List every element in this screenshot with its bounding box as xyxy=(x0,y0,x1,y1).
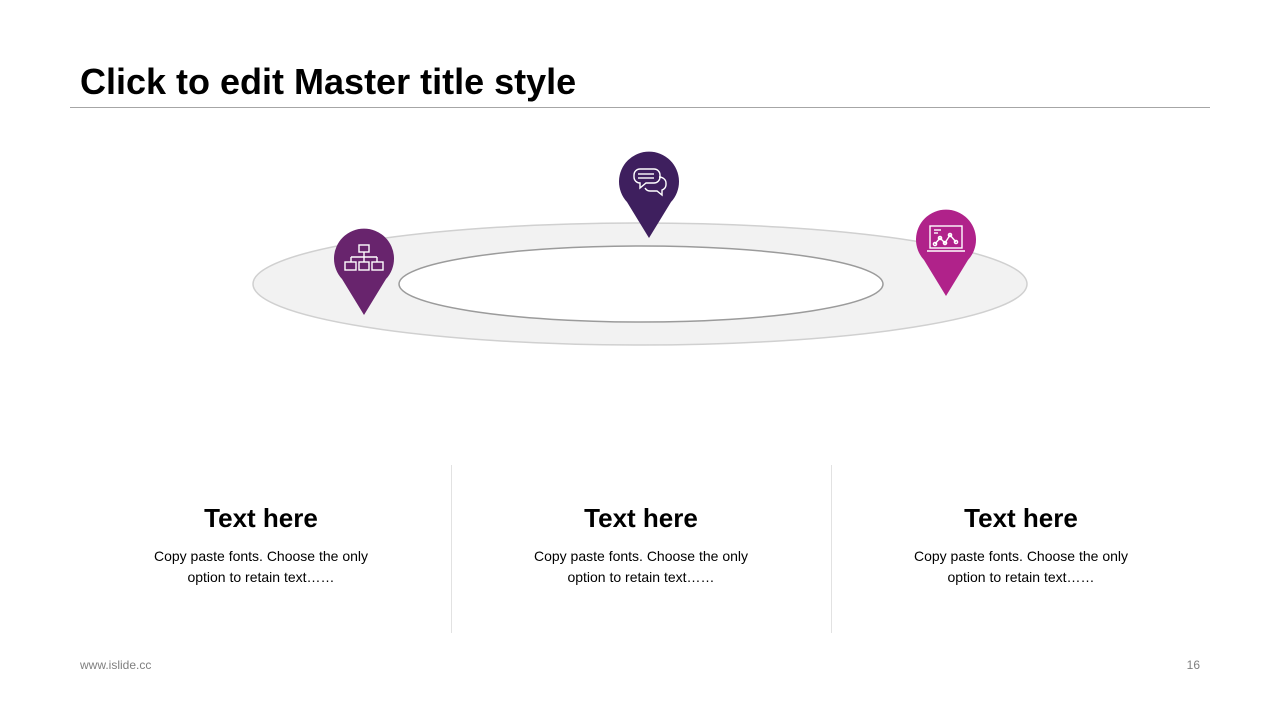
text-column-2: Text here Copy paste fonts. Choose the o… xyxy=(451,500,831,588)
pin-shape xyxy=(916,209,976,296)
column-body: Copy paste fonts. Choose the only option… xyxy=(153,548,369,585)
chat-bubbles-icon xyxy=(633,168,667,197)
text-column-1: Text here Copy paste fonts. Choose the o… xyxy=(71,500,451,588)
slide-title: Click to edit Master title style xyxy=(80,61,577,102)
column-divider xyxy=(451,465,452,633)
column-divider xyxy=(831,465,832,633)
org-chart-icon xyxy=(344,244,384,271)
map-pin-right xyxy=(916,209,976,296)
chart-screen-icon xyxy=(927,225,965,252)
column-heading: Text here xyxy=(584,503,698,533)
column-body: Copy paste fonts. Choose the only option… xyxy=(913,548,1129,585)
column-heading: Text here xyxy=(204,503,318,533)
page-number: 16 xyxy=(1186,658,1200,672)
column-heading: Text here xyxy=(964,503,1078,533)
map-pin-left xyxy=(334,228,394,315)
pin-shape xyxy=(334,228,394,315)
text-column-3: Text here Copy paste fonts. Choose the o… xyxy=(831,500,1211,588)
inner-ring xyxy=(398,245,884,323)
footer-url: www.islide.cc xyxy=(80,658,152,672)
map-pin-top xyxy=(619,151,679,238)
column-body: Copy paste fonts. Choose the only option… xyxy=(533,548,749,585)
title-underline xyxy=(70,107,1210,108)
